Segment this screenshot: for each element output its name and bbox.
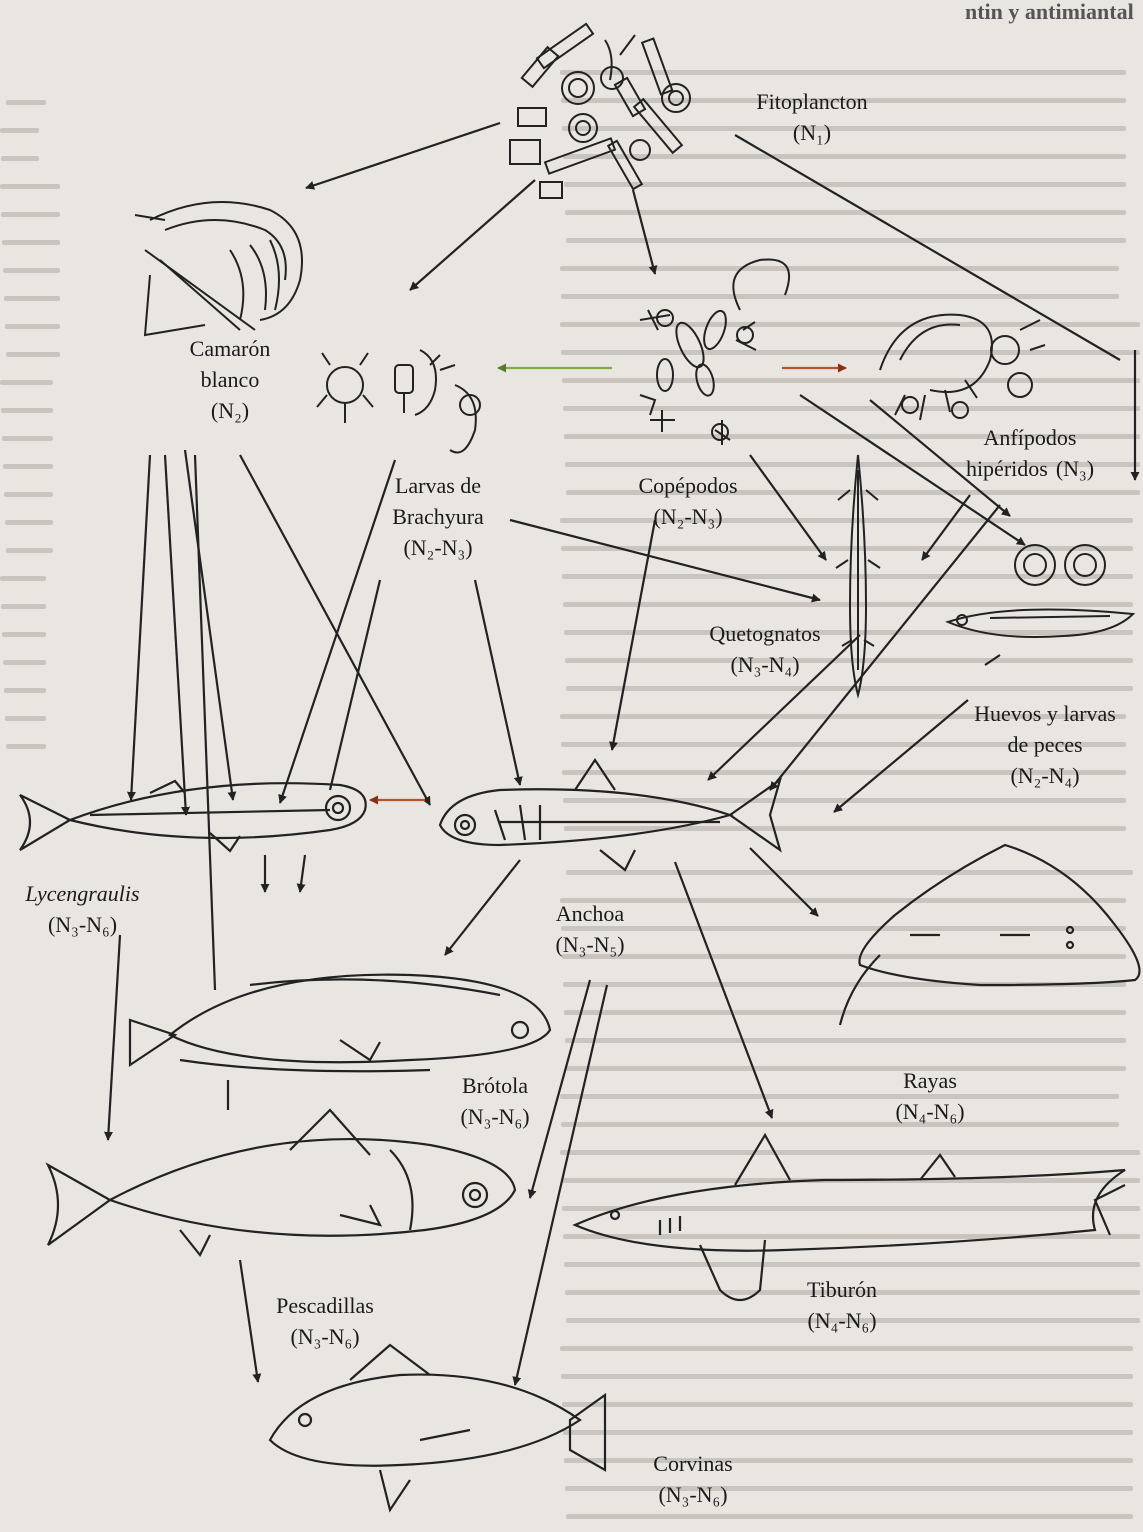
brachyura-larvae-illustration: [317, 350, 480, 453]
node-level: (N₃-N₆): [603, 1479, 783, 1510]
node-larvas-brachyura: Larvas de Brachyura (N₂-N₃): [348, 470, 528, 563]
node-level: (N₄-N₆): [840, 1096, 1020, 1127]
fish-eggs-larvae-illustration: [948, 545, 1133, 637]
arrow-lycengraulis-brotola-2: [300, 855, 305, 892]
node-brotola: Brótola (N₃-N₆): [405, 1070, 585, 1132]
arrow-larvas-quetognatos: [510, 520, 820, 600]
ray-illustration: [840, 845, 1140, 1025]
arrow-fitoplancton-larvas: [410, 180, 535, 290]
node-fitoplancton: Fitoplancton (N₁): [722, 86, 902, 148]
arrow-copepodos-anchoa: [612, 520, 655, 750]
copepods-illustration: [640, 259, 789, 445]
node-level: (N₁): [722, 117, 902, 148]
node-tiburon: Tiburón (N₄-N₆): [752, 1274, 932, 1336]
arrow-camaron-lycengraulis-1: [131, 455, 150, 800]
amphipods-illustration: [880, 315, 1045, 420]
anchoa-illustration: [440, 760, 780, 870]
node-huevos-larvas: Huevos y larvas de peces (N₂-N₄): [950, 698, 1140, 791]
node-anfipodos: Anfípodos hipéridos (N₃): [930, 422, 1130, 484]
arrow-huevos-anchoa: [985, 655, 1000, 665]
node-name: Copépodos: [598, 470, 778, 501]
node-name: Pescadillas: [235, 1290, 415, 1321]
node-name: Corvinas: [603, 1448, 783, 1479]
node-camaron: Camarón blanco (N₂): [140, 333, 320, 426]
arrow-camaron-brotola: [195, 455, 215, 990]
arrow-camaron-lycengraulis-3: [185, 450, 233, 800]
node-quetognatos: Quetognatos (N₃-N₄): [675, 618, 855, 680]
node-name: Brótola: [405, 1070, 585, 1101]
node-name-2: blanco: [140, 364, 320, 395]
node-name: Lycengraulis: [0, 878, 165, 909]
node-level: (N₄-N₆): [752, 1305, 932, 1336]
white-shrimp-illustration: [135, 202, 302, 335]
node-name: Larvas de: [348, 470, 528, 501]
arrow-fitoplancton-copepodos: [633, 190, 655, 274]
arrow-anchoa-tiburon: [675, 862, 772, 1118]
node-level: (N₃-N₆): [405, 1101, 585, 1132]
node-name-2: hipéridos: [966, 456, 1048, 481]
node-level: (N₃): [1056, 456, 1094, 481]
node-name: Tiburón: [752, 1274, 932, 1305]
node-pescadillas: Pescadillas (N₃-N₆): [235, 1290, 415, 1352]
corvina-illustration: [270, 1345, 605, 1510]
node-copepodos: Copépodos (N₂-N₃): [598, 470, 778, 532]
node-level: (N₂): [140, 395, 320, 426]
arrow-larvas-anchoa: [475, 580, 520, 785]
node-anchoa: Anchoa (N₃-N₅): [500, 898, 680, 960]
phytoplankton-illustration: [510, 24, 690, 198]
node-name: Rayas: [840, 1065, 1020, 1096]
node-level: (N₂-N₄): [950, 760, 1140, 791]
arrow-camaron-lycengraulis-2: [165, 455, 186, 815]
page-heading-fragment: ntin y antimiantal: [965, 0, 1143, 28]
brotola-illustration: [130, 975, 550, 1072]
node-rayas: Rayas (N₄-N₆): [840, 1065, 1020, 1127]
arrow-lycengraulis-pescadillas: [108, 935, 120, 1140]
arrow-larvas-lycengraulis-2: [330, 580, 380, 790]
lycengraulis-illustration: [20, 781, 366, 851]
arrow-huevos-rayas: [834, 700, 968, 812]
node-level: (N₃-N₄): [675, 649, 855, 680]
node-level: (N₃-N₆): [235, 1321, 415, 1352]
node-level: (N₂-N₃): [348, 532, 528, 563]
node-name: Quetognatos: [675, 618, 855, 649]
node-name: Anfípodos: [930, 422, 1130, 453]
node-name: Camarón: [140, 333, 320, 364]
arrow-anchoa-rayas: [750, 848, 818, 916]
node-name-line2-wrapper: hipéridos (N₃): [930, 453, 1130, 484]
node-name-2: de peces: [950, 729, 1140, 760]
node-level: (N₃-N₅): [500, 929, 680, 960]
node-name-2: Brachyura: [348, 501, 528, 532]
node-level: (N₂-N₃): [598, 501, 778, 532]
node-lycengraulis: Lycengraulis (N₃-N₆): [0, 878, 165, 940]
node-name: Huevos y larvas: [950, 698, 1140, 729]
node-corvinas: Corvinas (N₃-N₆): [603, 1448, 783, 1510]
arrow-fitoplancton-anfipodos: [735, 135, 1120, 360]
arrow-fitoplancton-camaron: [306, 123, 500, 188]
node-name: Fitoplancton: [722, 86, 902, 117]
node-name: Anchoa: [500, 898, 680, 929]
node-level: (N₃-N₆): [0, 909, 165, 940]
